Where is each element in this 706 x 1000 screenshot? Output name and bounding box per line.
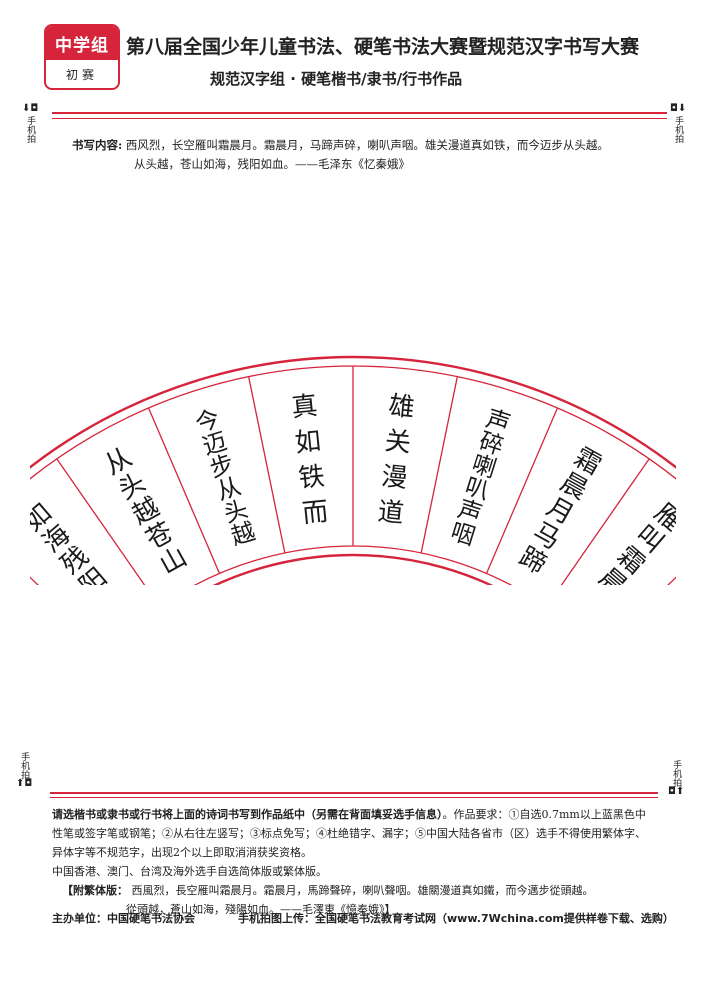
organizer: 主办单位：中国硬笔书法协会: [52, 912, 195, 925]
camera-icon: ◘⬆: [668, 786, 685, 797]
fan-divider: [420, 376, 458, 554]
fan-char: 铁: [297, 462, 326, 494]
fan-char: 雄: [387, 391, 416, 423]
fan-divider: [485, 407, 559, 574]
footer: 主办单位：中国硬笔书法协会 手机拍图上传：全国硬笔书法教育考试网（www.7Wc…: [52, 910, 692, 926]
top-rule-1: [52, 112, 667, 114]
fan-outer-border: [30, 355, 676, 585]
fan-char: 如: [294, 426, 323, 458]
fan-char: 真: [290, 391, 319, 423]
fan-char: 如: [92, 584, 131, 585]
fan-char: 咽: [448, 517, 479, 551]
fan-outline: [30, 355, 676, 585]
phone-note-bottom-right: 手机拍 ◘⬆: [668, 760, 685, 797]
group-badge: 中学组 初赛: [44, 24, 120, 90]
phone-note-top-left: ⬇◘ 手机拍: [22, 103, 39, 144]
top-rule-2: [52, 118, 667, 119]
instructions-hk: 中国香港、澳门、台湾及海外选手自选简体版或繁体版。: [52, 865, 327, 878]
fan-column: 雄关漫道: [376, 391, 416, 529]
fan-char: 月: [574, 584, 613, 585]
fan-char: 关: [383, 426, 412, 458]
traditional-line-1: 西風烈，長空雁叫霜晨月。霜晨月，馬蹄聲碎，喇叭聲咽。雄關漫道真如鐵，而今邁步從頭…: [131, 884, 594, 897]
instructions-requirements: 请选楷书或隶书或行书将上面的诗词书写到作品纸中（另需在背面填妥选手信息）。作品要…: [52, 805, 652, 862]
bottom-rule-1: [50, 792, 658, 794]
traditional-version: 【附繁体版： 西風烈，長空雁叫霜晨月。霜晨月，馬蹄聲碎，喇叭聲咽。雄關漫道真如鐵…: [52, 881, 652, 919]
camera-icon: ◘⬇: [670, 103, 687, 114]
fan-char: 而: [301, 497, 330, 529]
upload-info: 手机拍图上传：全国硬笔书法教育考试网（www.7Wchina.com提供样卷下载…: [238, 912, 674, 925]
phone-note-bottom-left: 手机拍 ⬆◘: [16, 752, 33, 789]
fan-char: 漫: [380, 462, 409, 494]
fan-divider: [560, 458, 650, 585]
page-title: 第八届全国少年儿童书法、硬笔书法大赛暨规范汉字书写大赛: [126, 36, 640, 58]
content-label: 书写内容:: [72, 138, 123, 152]
fan-column: 雁叫霜晨月: [574, 498, 676, 585]
camera-icon: ⬇◘: [22, 103, 39, 114]
traditional-label: 【附繁体版：: [62, 884, 128, 897]
writing-content: 书写内容: 西风烈，长空雁叫霜晨月。霜晨月，马蹄声碎，喇叭声咽。雄关漫道真如铁，…: [72, 136, 662, 174]
phone-note-top-right: ◘⬇ 手机拍: [670, 103, 687, 144]
fan-divider: [248, 376, 286, 554]
badge-stage: 初赛: [65, 67, 98, 82]
instructions: 请选楷书或隶书或行书将上面的诗词书写到作品纸中（另需在背面填妥选手信息）。作品要…: [52, 805, 652, 919]
camera-icon: ⬆◘: [16, 778, 33, 789]
fan-column: 今迈步从头越: [192, 404, 258, 551]
fan-column: 如海残阳如: [30, 498, 132, 585]
instructions-req: 。作品要求：①自选0.7mm以上蓝黑色中性笔或签字笔或钢笔；②从右往左竖写；③标…: [52, 808, 646, 859]
fan-paper: 西风烈长空雁叫霜晨月霜晨月马蹄声碎喇叭声咽雄关漫道真如铁而今迈步从头越从头越苍山…: [30, 355, 676, 585]
fan-divider: [147, 407, 221, 574]
content-line-2: 从头越，苍山如海，残阳如血。——毛泽东《忆秦娥》: [134, 157, 410, 171]
badge-group: 中学组: [46, 26, 118, 60]
content-line-1: 西风烈，长空雁叫霜晨月。霜晨月，马蹄声碎，喇叭声咽。雄关漫道真如铁，而今迈步从头…: [125, 138, 609, 152]
bottom-rule-2: [50, 797, 658, 798]
fan-divider: [56, 458, 146, 585]
fan-char: 越: [228, 517, 259, 551]
instructions-lead: 请选楷书或隶书或行书将上面的诗词书写到作品纸中（另需在背面填妥选手信息）: [52, 808, 443, 821]
fan-char: 道: [376, 497, 405, 529]
page-subtitle: 规范汉字组 · 硬笔楷书/隶书/行书作品: [210, 70, 463, 88]
traditional-line-2: 從頭越，蒼山如海，殘陽如血。——毛澤東《憶秦娥》】: [126, 903, 396, 916]
fan-inner-border: [30, 365, 676, 585]
